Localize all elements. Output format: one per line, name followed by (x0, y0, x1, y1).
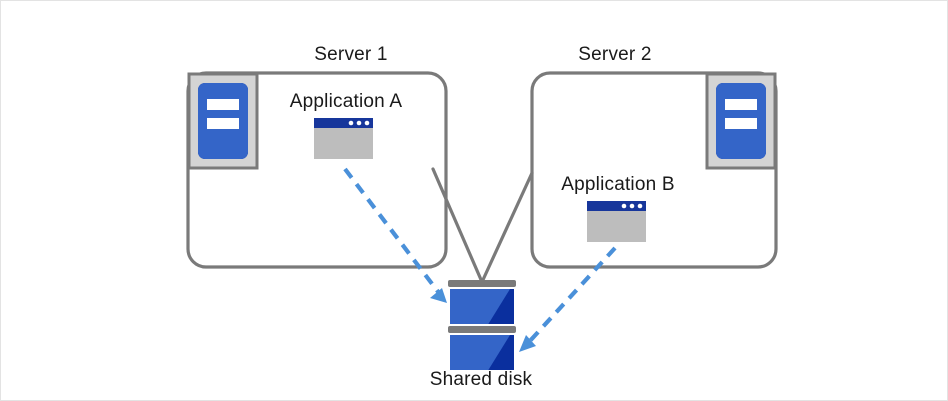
app-window-dot (621, 203, 627, 209)
server-icon-bar-top (725, 99, 757, 110)
server-icon-bar-bottom (725, 118, 757, 129)
server2-box (530, 71, 778, 269)
disk-bar-upper (448, 280, 516, 287)
app-window-dot (637, 203, 643, 209)
server-icon-bar-top (207, 99, 239, 110)
connector-server1-to-disk (431, 167, 484, 284)
app-window-dot (356, 120, 362, 126)
dataflow-arrow-app-a-to-disk (343, 167, 447, 303)
app-window-dot (348, 120, 354, 126)
dataflow-arrow-app-b-to-disk (519, 246, 617, 352)
shared-disk-icon (448, 280, 516, 370)
app-window-dot (629, 203, 635, 209)
app-window-titlebar (314, 118, 373, 128)
shared-disk-label: Shared disk (429, 369, 533, 390)
server-icon-bar-bottom (207, 118, 239, 129)
app-window-dot (364, 120, 370, 126)
application-a-label: Application A (289, 91, 403, 112)
application-b-label: Application B (561, 174, 675, 195)
disk-bar-lower (448, 326, 516, 333)
server2-icon-group (705, 72, 777, 170)
app-window-titlebar (587, 201, 646, 211)
server1-box (186, 71, 448, 269)
connector-server2-to-disk (480, 171, 534, 284)
server2-label: Server 2 (578, 44, 652, 65)
application-b-window-icon (587, 201, 646, 242)
application-a-window-icon (314, 118, 373, 159)
server1-icon-group (187, 72, 259, 170)
server1-label: Server 1 (314, 44, 388, 65)
